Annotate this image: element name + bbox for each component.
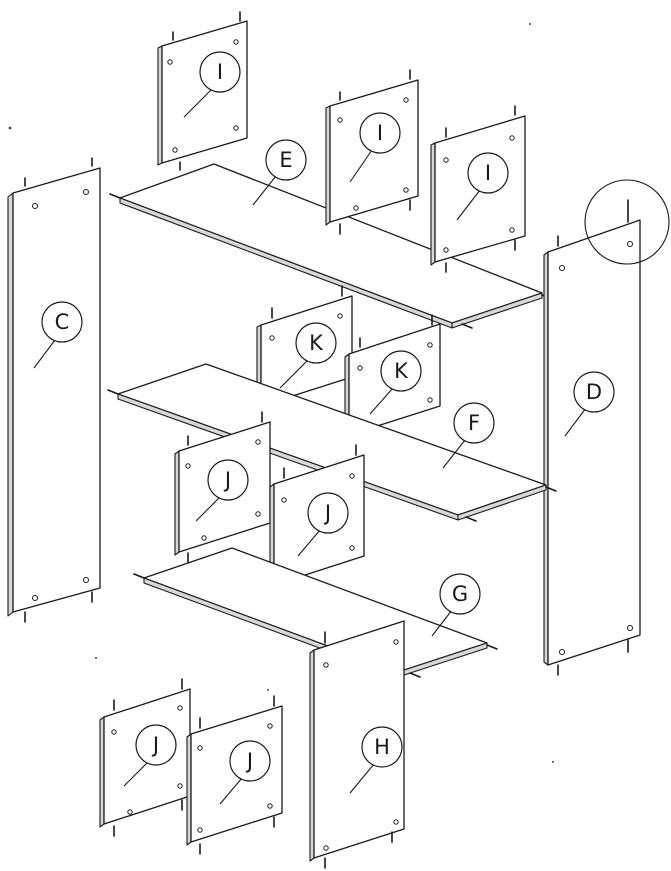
label-i-1: I xyxy=(183,51,241,118)
label-i-3: I xyxy=(456,152,509,221)
label-g: G xyxy=(431,573,481,637)
label-h: H xyxy=(349,726,403,794)
label-i-2: I xyxy=(349,112,401,183)
label-k-2-text: K xyxy=(394,359,409,383)
label-i-2-text: I xyxy=(377,121,383,145)
label-k-1: K xyxy=(279,322,337,389)
label-f: F xyxy=(442,402,495,469)
detail-callout-circle xyxy=(584,179,670,265)
label-g-text: G xyxy=(452,582,468,606)
label-j-1: J xyxy=(195,459,249,522)
panel-i-1 xyxy=(157,11,248,171)
label-h-text: H xyxy=(374,735,390,759)
panel-j-4 xyxy=(186,695,283,855)
shelf-f xyxy=(107,363,557,522)
label-i-1-text: I xyxy=(217,60,223,84)
scan-specks xyxy=(8,23,554,763)
label-d-text: D xyxy=(586,380,602,404)
label-e: E xyxy=(252,139,307,206)
label-j-3: J xyxy=(123,724,177,787)
panel-i-2 xyxy=(325,69,419,235)
label-j-4-text: J xyxy=(245,749,253,773)
label-c: C xyxy=(33,301,83,369)
label-k-1-text: K xyxy=(309,331,324,355)
label-k-2: K xyxy=(369,350,422,415)
label-c-text: C xyxy=(55,310,70,334)
label-j-2: J xyxy=(297,492,349,557)
label-e-text: E xyxy=(279,148,292,172)
panel-h xyxy=(309,620,405,869)
panel-c xyxy=(7,157,101,623)
label-j-2-text: J xyxy=(323,501,331,525)
label-j-3-text: J xyxy=(151,733,159,757)
label-i-3-text: I xyxy=(485,161,491,185)
panel-d xyxy=(543,179,670,676)
label-d: D xyxy=(564,371,615,437)
shelf-e xyxy=(109,163,553,329)
label-j-4: J xyxy=(219,740,271,805)
label-f-text: F xyxy=(468,411,480,435)
label-j-1-text: J xyxy=(223,468,231,492)
